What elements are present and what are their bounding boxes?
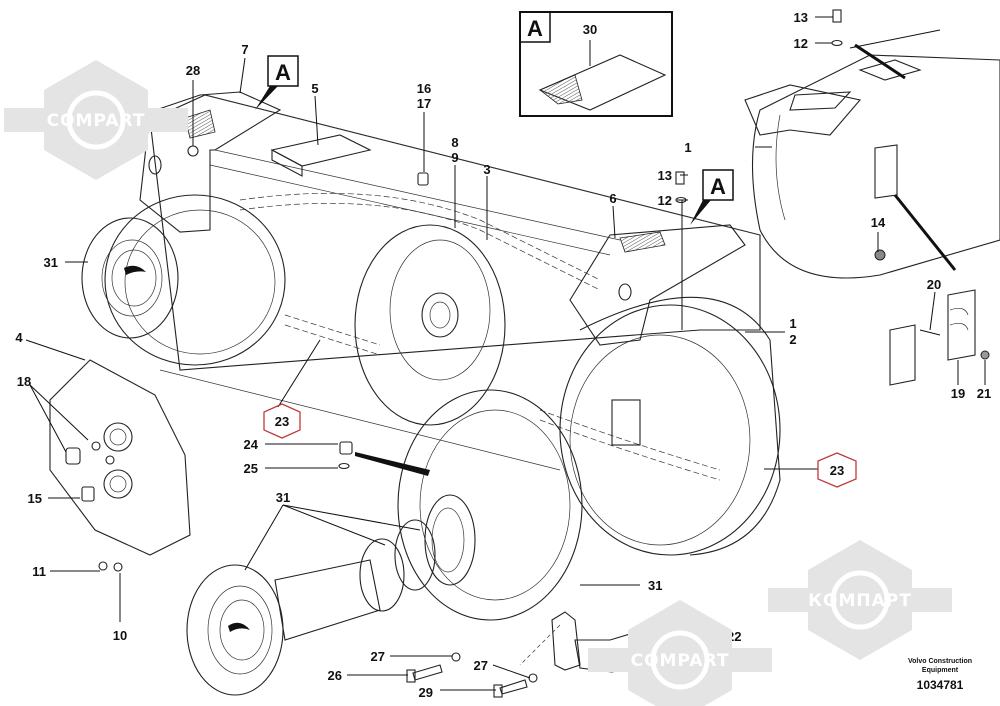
cover-plate-4 [49, 359, 191, 556]
sprocket-left [354, 224, 506, 426]
chain-strands [239, 193, 721, 481]
callout-9: 9 [451, 150, 458, 165]
watermark-text: COMPART [47, 111, 146, 131]
stub-shaft-flange [186, 559, 381, 696]
drawing-number: 1034781 [917, 678, 964, 692]
watermark-logo: COMPART [4, 60, 188, 180]
callout-19: 19 [951, 386, 965, 401]
callout-29: 29 [419, 685, 433, 700]
callout-27: 27 [371, 649, 385, 664]
callout-26: 26 [328, 668, 342, 683]
callout-labels: 28 7 5 16 17 8 9 3 6 13 12 13 12 1 14 1 … [15, 10, 991, 700]
callout-27: 27 [474, 658, 488, 673]
reference-letter: A [275, 60, 291, 85]
leader-lines [25, 16, 986, 691]
callout-28: 28 [186, 63, 200, 78]
hex-marker-23-left: 23 [263, 403, 301, 439]
callout-10: 10 [113, 628, 127, 643]
callout-2: 2 [789, 332, 796, 347]
callout-5: 5 [311, 81, 318, 96]
callout-1: 1 [789, 316, 796, 331]
callout-4: 4 [15, 330, 23, 345]
watermark-text: COMPART [631, 651, 730, 671]
bracket-6 [569, 224, 746, 346]
hub-assembly-31 [355, 389, 583, 621]
callout-31: 31 [44, 255, 58, 270]
callout-16: 16 [417, 81, 431, 96]
watermark-layer: COMPART КОМПАРТ COMPART [4, 60, 952, 706]
callout-11: 11 [32, 564, 46, 579]
callout-3: 3 [483, 162, 490, 177]
watermark-text: КОМПАРТ [808, 591, 912, 611]
cover-housing-1 [744, 29, 1000, 279]
callout-20: 20 [927, 277, 941, 292]
flange-31-upper [81, 194, 286, 366]
callout-18: 18 [17, 374, 31, 389]
callout-12: 12 [658, 193, 672, 208]
clamp-parts-19-21 [889, 289, 990, 386]
callout-8: 8 [451, 135, 458, 150]
detail-view-letter: A [527, 16, 543, 41]
reference-marker-a-2: A [690, 169, 734, 225]
reference-letter: A [710, 174, 726, 199]
watermark-logo: COMPART [588, 600, 772, 706]
detail-view-a: A 30 [519, 11, 673, 117]
callout-13: 13 [794, 10, 808, 25]
callout-17: 17 [417, 96, 431, 111]
callout-23: 23 [830, 463, 844, 478]
callout-14: 14 [871, 215, 886, 230]
watermark-logo: КОМПАРТ [768, 540, 952, 660]
callout-7: 7 [241, 42, 248, 57]
callout-25: 25 [244, 461, 258, 476]
callout-21: 21 [977, 386, 991, 401]
callout-15: 15 [28, 491, 42, 506]
bolts-26-29 [406, 652, 538, 698]
reference-marker-a-1: A [255, 55, 299, 110]
callout-13: 13 [658, 168, 672, 183]
ring-housing [559, 296, 781, 556]
callout-6: 6 [609, 191, 616, 206]
callout-24: 24 [244, 437, 259, 452]
callout-31: 31 [276, 490, 290, 505]
callout-23: 23 [275, 414, 289, 429]
callout-12: 12 [794, 36, 808, 51]
callout-31: 31 [648, 578, 662, 593]
hex-marker-23-right: 23 [817, 452, 857, 488]
callout-1: 1 [684, 140, 691, 155]
callout-30: 30 [583, 22, 597, 37]
